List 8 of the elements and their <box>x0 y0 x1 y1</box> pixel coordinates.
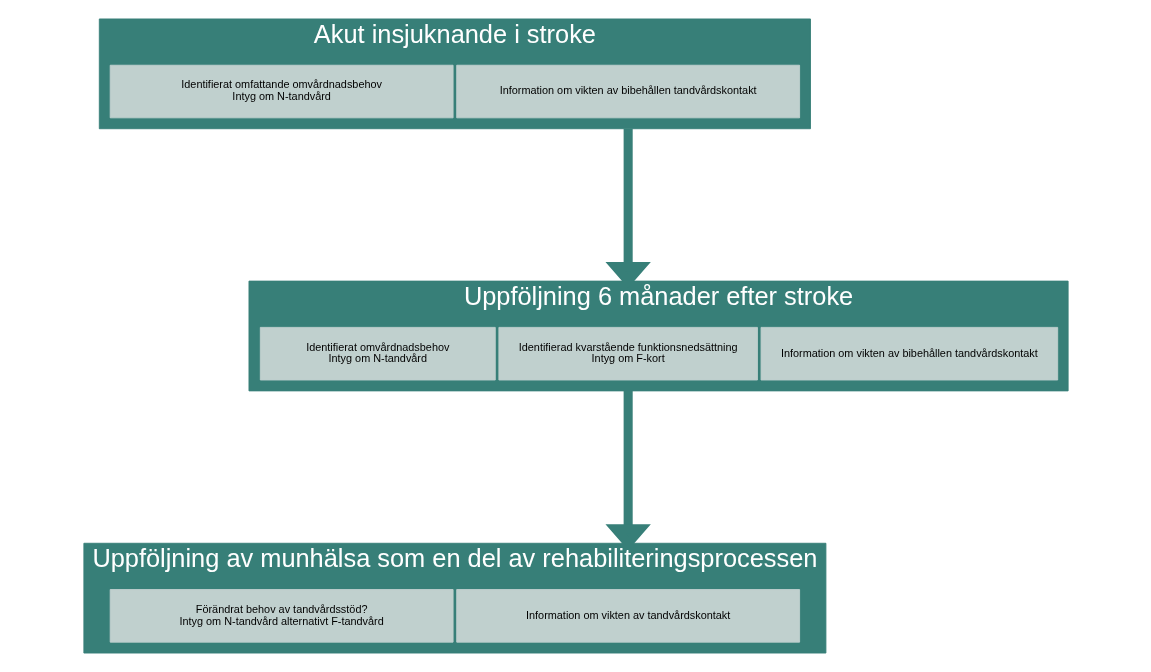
node-box: Information om vikten av tandvårdskontakt <box>455 589 800 643</box>
node-box: Förändrat behov av tandvårdsstöd? Intyg om N-tandvård alternativt F-tandvård <box>109 589 454 643</box>
node-box: Identifierat omvårdnadsbehov Intyg om N-tandvård <box>259 326 496 381</box>
node-box: Information om vikten av bibehållen tandvårdskontakt <box>760 326 1058 381</box>
node-box: Information om vikten av bibehållen tandvårdskontakt <box>455 64 800 119</box>
node-box: Identifierat omfattande omvårdnadsbehov Intyg om N-tandvård <box>109 64 454 119</box>
arrow <box>604 390 651 551</box>
node-box: Identifierad kvarstående funktionsnedsättning Intyg om F-kort <box>497 326 758 381</box>
